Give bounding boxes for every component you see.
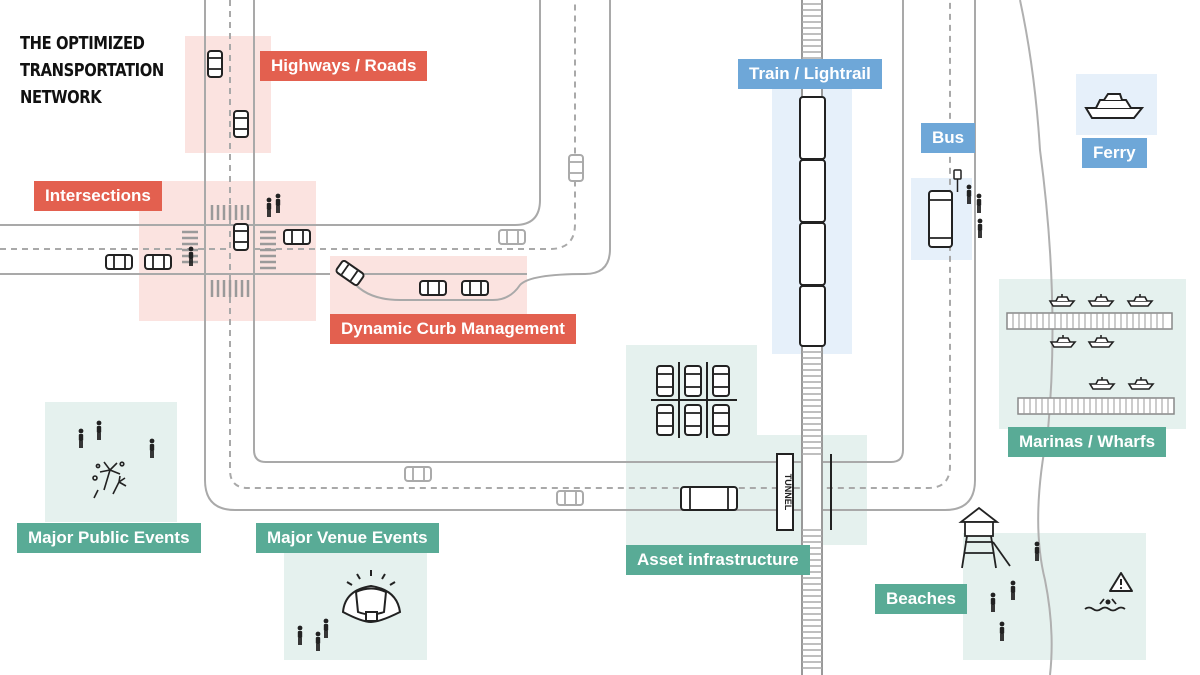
highways-zone — [185, 36, 271, 153]
ferry-icon — [1084, 93, 1145, 119]
crosswalk-stripes — [182, 205, 276, 297]
label-venue-events: Major Venue Events — [256, 523, 439, 553]
public-events-zone — [45, 402, 177, 522]
label-beaches: Beaches — [875, 584, 967, 614]
bus-stop-sign-icon — [953, 169, 962, 180]
car-icon — [568, 154, 584, 182]
intersections-zone — [139, 181, 316, 321]
car-icon — [498, 229, 526, 245]
car-icon — [556, 490, 584, 506]
bus-icon — [680, 486, 738, 511]
bus-stop-icon — [928, 169, 962, 248]
car-icon — [461, 280, 489, 296]
label-marinas: Marinas / Wharfs — [1008, 427, 1167, 457]
train-car-icon — [799, 96, 826, 347]
car-icon — [233, 223, 249, 251]
label-curb: Dynamic Curb Management — [330, 314, 576, 344]
car-icon — [233, 110, 249, 138]
car-icon — [207, 50, 223, 78]
car-icon — [144, 254, 172, 270]
roads — [0, 0, 1054, 675]
label-ferry: Ferry — [1082, 138, 1147, 168]
marinas — [1006, 293, 1175, 415]
warning-icon — [1109, 572, 1133, 592]
tunnel-label: TUNNEL — [783, 474, 793, 511]
parking-icon — [651, 362, 737, 438]
label-public-events: Major Public Events — [17, 523, 201, 553]
car-icon — [404, 466, 432, 482]
swimmer-icon — [1084, 598, 1126, 612]
car-icon — [419, 280, 447, 296]
lifeguard-tower-icon — [958, 506, 1011, 569]
label-highways: Highways / Roads — [260, 51, 428, 81]
label-asset: Asset infrastructure — [626, 545, 810, 575]
label-train: Train / Lightrail — [738, 59, 882, 89]
label-bus: Bus — [921, 123, 976, 153]
car-icon — [283, 229, 311, 245]
tunnel-icon: TUNNEL — [776, 453, 832, 531]
stadium-icon — [341, 570, 402, 624]
zones — [45, 36, 1186, 660]
page-title: THE OPTIMIZED TRANSPORTATION NETWORK — [20, 33, 164, 108]
fireworks-icon — [92, 461, 127, 499]
label-intersections: Intersections — [34, 181, 162, 211]
beaches-zone — [963, 533, 1146, 660]
car-icon — [105, 254, 133, 270]
